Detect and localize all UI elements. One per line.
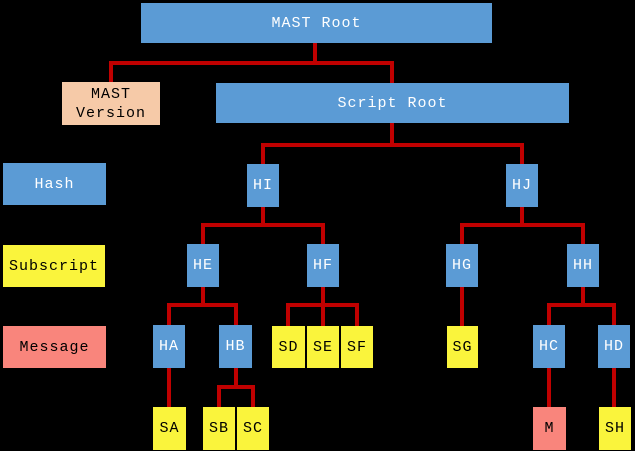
node-label: SD bbox=[278, 338, 299, 356]
connector-horizontal bbox=[109, 61, 394, 65]
node-sf: SF bbox=[341, 326, 373, 368]
legend-hash: Hash bbox=[3, 163, 106, 205]
legend-subscript: Subscript bbox=[3, 245, 105, 287]
node-ha: HA bbox=[153, 325, 185, 368]
node-se: SE bbox=[307, 326, 339, 368]
node-label: HH bbox=[572, 257, 593, 274]
node-label: Script Root bbox=[337, 94, 448, 112]
node-hg: HG bbox=[446, 244, 478, 287]
node-hf: HF bbox=[307, 244, 339, 287]
connector-vertical bbox=[612, 303, 616, 325]
connector-vertical bbox=[313, 43, 317, 63]
connector-vertical bbox=[460, 287, 464, 326]
node-sb: SB bbox=[203, 407, 235, 450]
node-label: Subscript bbox=[8, 257, 99, 275]
connector-vertical bbox=[217, 385, 221, 407]
node-sa: SA bbox=[153, 407, 186, 450]
node-hi: HI bbox=[247, 164, 279, 207]
connector-vertical bbox=[201, 287, 205, 305]
node-label: Hash bbox=[34, 175, 75, 193]
node-label: HI bbox=[252, 177, 273, 194]
node-m: M bbox=[533, 407, 566, 450]
node-label: HD bbox=[603, 338, 624, 355]
node-hh: HH bbox=[567, 244, 599, 287]
node-script-root: Script Root bbox=[216, 83, 569, 123]
connector-horizontal bbox=[217, 385, 255, 389]
node-mast-root: MAST Root bbox=[141, 3, 492, 43]
connector-vertical bbox=[234, 303, 238, 325]
connector-vertical bbox=[612, 368, 616, 407]
connector-vertical bbox=[581, 223, 585, 244]
node-hj: HJ bbox=[506, 164, 538, 207]
node-label: HB bbox=[225, 338, 246, 355]
connector-vertical bbox=[355, 303, 359, 326]
connector-vertical bbox=[234, 368, 238, 387]
node-hd: HD bbox=[598, 325, 630, 368]
node-sd: SD bbox=[272, 326, 305, 368]
connector-vertical bbox=[390, 123, 394, 145]
connector-vertical bbox=[251, 385, 255, 407]
node-label: SG bbox=[452, 338, 473, 356]
node-label: SA bbox=[159, 420, 180, 437]
connector-horizontal bbox=[547, 303, 616, 307]
node-label: MAST Root bbox=[271, 14, 362, 32]
connector-vertical bbox=[167, 368, 171, 407]
node-label: SB bbox=[208, 420, 229, 437]
node-hb: HB bbox=[219, 325, 252, 368]
node-he: HE bbox=[187, 244, 219, 287]
node-hc: HC bbox=[533, 325, 565, 368]
connector-vertical bbox=[109, 61, 113, 83]
node-label: SC bbox=[242, 420, 263, 437]
node-label: MAST bbox=[90, 85, 131, 103]
connector-vertical bbox=[261, 207, 265, 225]
node-label: HA bbox=[158, 338, 179, 355]
node-label: Message bbox=[19, 338, 90, 356]
connector-horizontal bbox=[460, 223, 585, 227]
connector-vertical bbox=[201, 223, 205, 244]
connector-horizontal bbox=[167, 303, 238, 307]
node-label: HE bbox=[192, 257, 213, 274]
connector-vertical bbox=[520, 207, 524, 225]
connector-vertical bbox=[581, 287, 585, 305]
connector-vertical bbox=[547, 368, 551, 407]
connector-vertical bbox=[390, 61, 394, 84]
node-label: HC bbox=[538, 338, 559, 355]
connector-vertical bbox=[520, 143, 524, 164]
node-label: HF bbox=[312, 257, 333, 274]
connector-vertical bbox=[321, 223, 325, 244]
node-sg: SG bbox=[447, 326, 478, 368]
connector-vertical bbox=[286, 303, 290, 326]
node-sh: SH bbox=[599, 407, 631, 450]
node-label: M bbox=[544, 420, 555, 437]
node-label: Version bbox=[75, 104, 146, 122]
connector-vertical bbox=[261, 143, 265, 164]
connector-vertical bbox=[167, 303, 171, 325]
node-label: HG bbox=[451, 257, 472, 274]
legend-message: Message bbox=[3, 326, 106, 368]
node-label: HJ bbox=[511, 177, 532, 194]
connector-vertical bbox=[460, 223, 464, 244]
connector-horizontal bbox=[261, 143, 524, 147]
node-label: SE bbox=[312, 338, 333, 356]
node-sc: SC bbox=[237, 407, 269, 450]
connector-horizontal bbox=[201, 223, 325, 227]
connector-vertical bbox=[547, 303, 551, 325]
connector-horizontal bbox=[286, 303, 359, 307]
node-label: SF bbox=[346, 338, 367, 356]
node-label: SH bbox=[604, 420, 625, 437]
